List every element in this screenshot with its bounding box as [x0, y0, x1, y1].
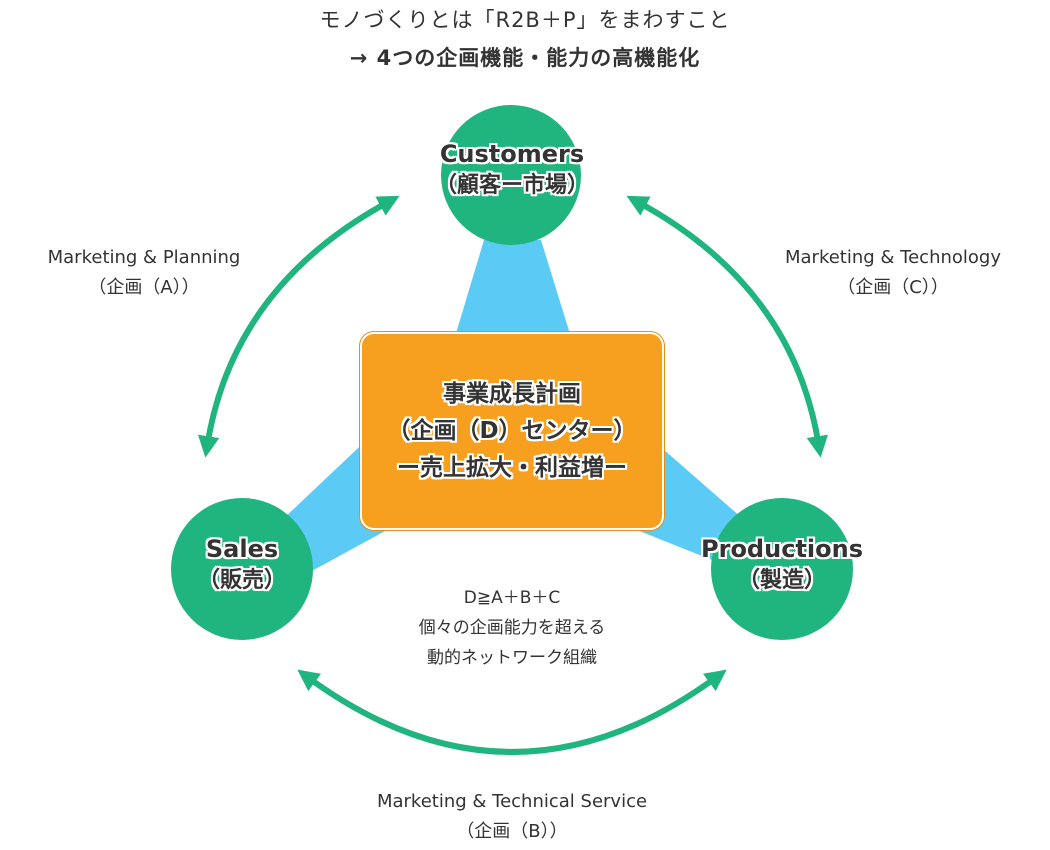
relation-technology-name: Marketing & Technology: [784, 247, 1002, 268]
connector-customers: [448, 240, 578, 360]
node-sales-sub: （販売）: [197, 568, 286, 593]
arrow-technical-service: [297, 669, 727, 755]
node-productions-sub: （製造）: [737, 568, 826, 593]
note-formula: D≧A＋B＋C: [463, 588, 561, 608]
arrow-technology: [626, 195, 829, 458]
node-customers: Customers （顧客ー市場）: [412, 138, 612, 202]
relation-planning-name: Marketing & Planning: [47, 247, 241, 268]
node-customers-name: Customers: [439, 140, 585, 168]
node-productions: Productions （製造）: [682, 533, 882, 597]
node-sales-circle: [171, 498, 313, 640]
center-business-plan-box: 事業成長計画 （企画（D）センター） ー売上拡大・利益増ー: [360, 332, 664, 530]
relation-technology-sub: （企画（C））: [837, 277, 949, 298]
relation-technical-service-name: Marketing & Technical Service: [376, 791, 648, 812]
node-productions-name: Productions: [701, 535, 863, 563]
center-line-2: （企画（D）センター）: [387, 417, 637, 444]
node-sales: Sales （販売）: [142, 533, 342, 597]
page-subtitle: → 4つの企画機能・能力の高機能化: [349, 46, 701, 70]
node-productions-circle: [711, 498, 853, 640]
node-sales-name: Sales: [205, 535, 279, 563]
network-note: D≧A＋B＋C 個々の企画能力を超える 動的ネットワーク組織: [380, 583, 644, 673]
note-line-2: 個々の企画能力を超える: [418, 618, 606, 638]
relation-technology-label: Marketing & Technology （企画（C））: [752, 243, 1034, 303]
center-line-3: ー売上拡大・利益増ー: [397, 454, 627, 481]
relation-planning-label: Marketing & Planning （企画（A））: [10, 243, 278, 303]
relation-technical-service-sub: （企画（B））: [456, 821, 568, 842]
note-line-3: 動的ネットワーク組織: [427, 648, 597, 668]
relation-planning-sub: （企画（A））: [88, 277, 200, 298]
page-title: モノづくりとは「R2B＋P」をまわすこと: [319, 8, 731, 32]
relation-technical-service-label: Marketing & Technical Service （企画（B））: [332, 787, 692, 847]
arrow-planning: [197, 195, 400, 458]
center-line-1: 事業成長計画: [443, 380, 581, 407]
node-customers-sub: （顧客ー市場）: [434, 173, 589, 198]
node-customers-circle: [441, 105, 581, 245]
